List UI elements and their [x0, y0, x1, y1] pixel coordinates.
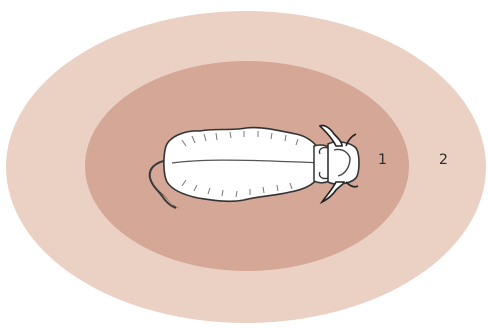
inner-zone-label: 1 [378, 153, 387, 167]
outer-zone-label: 2 [439, 153, 448, 167]
